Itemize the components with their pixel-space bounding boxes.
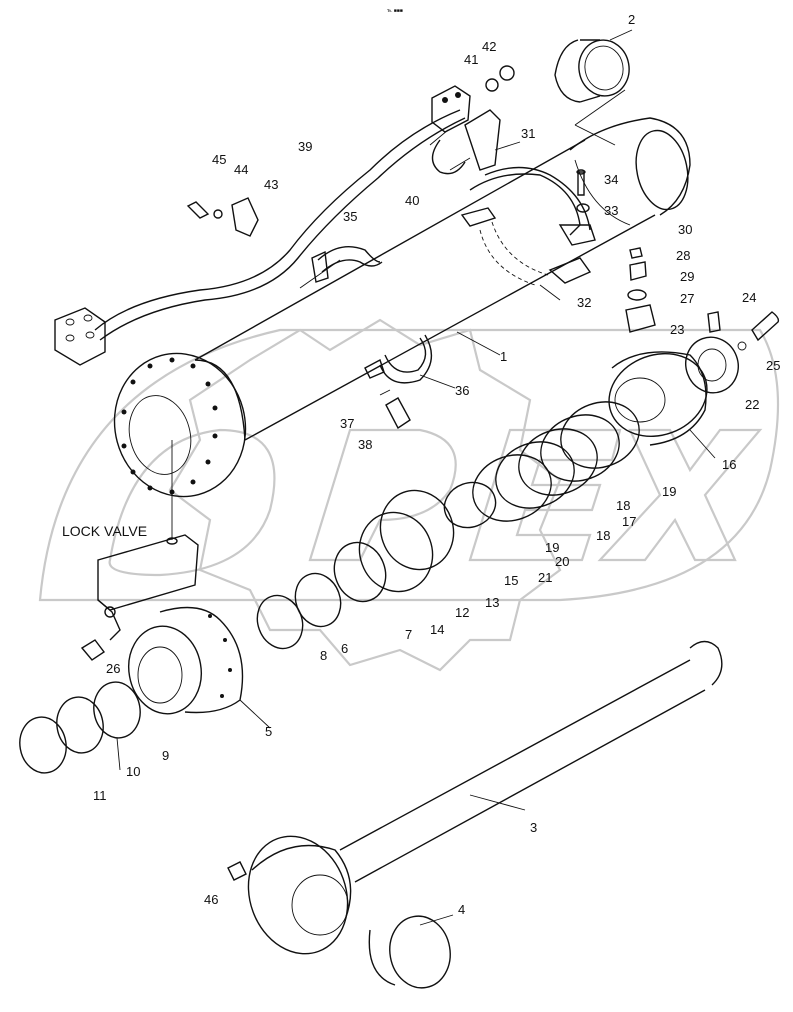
- part-callout-26: 26: [106, 661, 120, 676]
- part-callout-45: 45: [212, 152, 226, 167]
- part-callout-9: 9: [162, 748, 169, 763]
- part-callout-34: 34: [604, 172, 618, 187]
- opex-watermark: [38, 318, 780, 672]
- part-callout-5: 5: [265, 724, 272, 739]
- part-callout-13: 13: [485, 595, 499, 610]
- part-callout-18b: 18: [596, 528, 610, 543]
- nut-41-42: [485, 65, 515, 92]
- part-callout-8: 8: [320, 648, 327, 663]
- lock-valve-block: [97, 440, 199, 641]
- part-callout-31: 31: [521, 126, 535, 141]
- bolt-38: [379, 389, 411, 430]
- part-callout-40: 40: [405, 193, 419, 208]
- part-callout-30: 30: [678, 222, 692, 237]
- cylinder-head-5: [128, 606, 244, 715]
- part-callout-7: 7: [405, 627, 412, 642]
- fitting-43-45: [186, 197, 259, 237]
- part-callout-41: 41: [464, 52, 478, 67]
- part-callout-43: 43: [264, 177, 278, 192]
- part-callout-37: 37: [340, 416, 354, 431]
- part-callout-18a: 18: [616, 498, 630, 513]
- seal-rings: [256, 401, 640, 650]
- part-callout-24: 24: [742, 290, 756, 305]
- pipe-39: [54, 85, 471, 366]
- piston-16: [608, 351, 708, 446]
- part-callout-39: 39: [298, 139, 312, 154]
- part-callout-6: 6: [341, 641, 348, 656]
- bolt-34: [576, 169, 590, 213]
- piston-rod-3: [247, 640, 723, 955]
- part-callout-42: 42: [482, 39, 496, 54]
- clamp-31: [464, 109, 596, 246]
- nut-22: [685, 336, 739, 394]
- part-callout-16: 16: [722, 457, 736, 472]
- clamp-36: [364, 334, 433, 384]
- grease-nipple-46: [227, 861, 247, 881]
- part-callout-11: 11: [93, 788, 107, 803]
- part-callout-3: 3: [530, 820, 537, 835]
- leader-lines: [116, 29, 716, 926]
- bolt-26: [80, 639, 106, 661]
- part-callout-14: 14: [430, 622, 444, 637]
- wiper-seals: [19, 681, 141, 774]
- pin-24: [737, 311, 780, 351]
- u-bolt-40: [429, 129, 471, 175]
- bushing-2: [554, 39, 630, 146]
- part-callout-19a: 19: [662, 484, 676, 499]
- set-screw-23: [707, 311, 721, 333]
- bushing-4: [368, 915, 451, 989]
- part-callout-4: 4: [458, 902, 465, 917]
- part-callout-12: 12: [455, 605, 469, 620]
- part-labels: 1234567891011121314151617181819192021222…: [93, 12, 780, 917]
- part-callout-20: 20: [555, 554, 569, 569]
- clamp-35: [311, 246, 383, 283]
- part-callout-33: 33: [604, 203, 618, 218]
- lock-valve-label: LOCK VALVE: [62, 523, 147, 539]
- header-mark: ℡ ■■■: [386, 8, 403, 14]
- part-callout-23: 23: [670, 322, 684, 337]
- part-callout-2: 2: [628, 12, 635, 27]
- part-callout-46: 46: [204, 892, 218, 907]
- part-callout-32: 32: [577, 295, 591, 310]
- clamp-32: [460, 207, 592, 286]
- part-callout-15: 15: [504, 573, 518, 588]
- cylinder-barrel: [113, 117, 691, 498]
- part-callout-44: 44: [234, 162, 248, 177]
- part-callout-27: 27: [680, 291, 694, 306]
- part-callout-36: 36: [455, 383, 469, 398]
- part-callout-38: 38: [358, 437, 372, 452]
- part-callout-17: 17: [622, 514, 636, 529]
- check-valve-27-30: [625, 247, 656, 333]
- part-callout-22: 22: [745, 397, 759, 412]
- part-callout-1: 1: [500, 349, 507, 364]
- part-callout-35: 35: [343, 209, 357, 224]
- part-callout-29: 29: [680, 269, 694, 284]
- part-callout-25: 25: [766, 358, 780, 373]
- part-callout-21: 21: [538, 570, 552, 585]
- part-callout-19b: 19: [545, 540, 559, 555]
- part-callout-10: 10: [126, 764, 140, 779]
- part-callout-28: 28: [676, 248, 690, 263]
